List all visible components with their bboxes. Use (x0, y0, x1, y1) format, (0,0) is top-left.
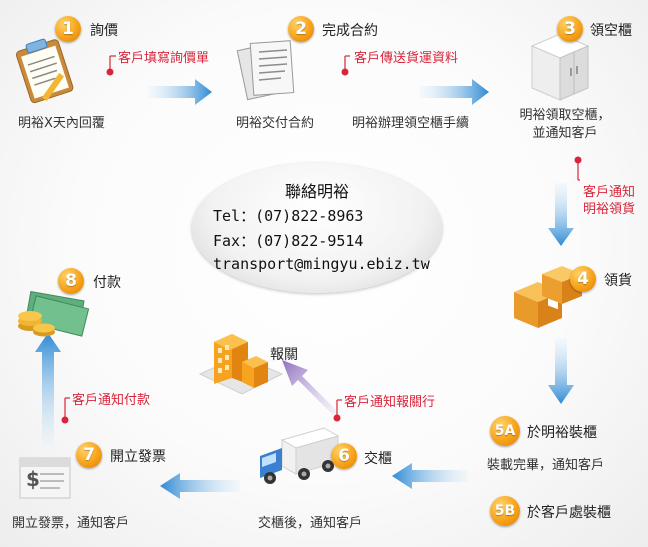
money-icon (18, 290, 90, 337)
customs-label: 報關 (270, 347, 298, 363)
step-4-label: 領貨 (604, 273, 632, 289)
note-fill-quote: 客戶填寫詢價單 (118, 51, 210, 66)
step-5b-label: 於客戶處裝櫃 (527, 505, 611, 521)
note-notify-payment: 客戶通知付款 (72, 393, 151, 408)
arrow-left-2 (160, 473, 240, 499)
contact-email: transport@mingyu.ebiz.tw (213, 255, 430, 273)
note-notify-pickup-2: 明裕領貨 (583, 202, 636, 217)
step-1-label: 詢價 (90, 23, 118, 39)
contact-tel: Tel：(07)822-8963 (213, 207, 364, 225)
step-7-label: 開立發票 (110, 449, 166, 465)
step-3-badge: 3 (557, 16, 583, 42)
step-4-badge: 4 (570, 266, 596, 292)
step-3-desc-2: 並通知客戶 (532, 126, 598, 141)
note-send-shipping: 客戶傳送貨運資料 (354, 51, 459, 66)
customs-building-icon (198, 334, 284, 395)
note-notify-pickup-1: 客戶通知 (583, 185, 636, 200)
step-2-label: 完成合約 (322, 23, 378, 39)
container-cabinet-icon (530, 33, 590, 101)
contact-ellipse (192, 163, 442, 293)
documents-icon (236, 40, 295, 101)
svg-text:$: $ (26, 467, 40, 491)
truck-icon (260, 427, 340, 484)
clipboard-icon (15, 38, 74, 104)
step-6-badge: 6 (331, 443, 357, 469)
step-1-desc: 明裕X天內回覆 (18, 116, 105, 131)
step-8-badge: 8 (58, 268, 84, 294)
step-2-badge: 2 (288, 16, 314, 42)
arrow-down-2 (548, 338, 574, 404)
step-1-badge: 1 (55, 16, 81, 42)
arrow-right-1 (148, 79, 212, 105)
contact-fax: Fax：(07)822-9514 (213, 232, 364, 250)
note-process-empty: 明裕辦理領空櫃手續 (352, 116, 470, 131)
step-7-desc: 開立發票，通知客戶 (12, 516, 130, 531)
arrow-down-1 (548, 183, 574, 246)
step-3-label: 領空櫃 (590, 23, 632, 39)
arrow-left-1 (392, 463, 468, 489)
arrow-customs (282, 360, 342, 420)
step-6-label: 交櫃 (364, 451, 392, 467)
contact-title: 聯絡明裕 (284, 182, 349, 201)
step-7-badge: 7 (76, 442, 102, 468)
step-2-desc: 明裕交付合約 (236, 116, 315, 131)
note-notify-customs: 客戶通知報關行 (344, 395, 436, 410)
step-8-label: 付款 (93, 275, 121, 291)
boxes-icon (514, 266, 582, 328)
arrow-up-1 (35, 333, 61, 445)
step-6-desc: 交櫃後，通知客戶 (258, 516, 363, 531)
step-5a-desc: 裝載完畢，通知客戶 (487, 458, 605, 473)
arrow-right-2 (420, 79, 489, 105)
step-5b-badge: 5B (490, 496, 520, 526)
invoice-icon: $ (19, 457, 71, 499)
step-5a-label: 於明裕裝櫃 (527, 425, 597, 441)
step-3-desc: 明裕領取空櫃， (519, 108, 611, 123)
step-5a-badge: 5A (490, 416, 520, 446)
